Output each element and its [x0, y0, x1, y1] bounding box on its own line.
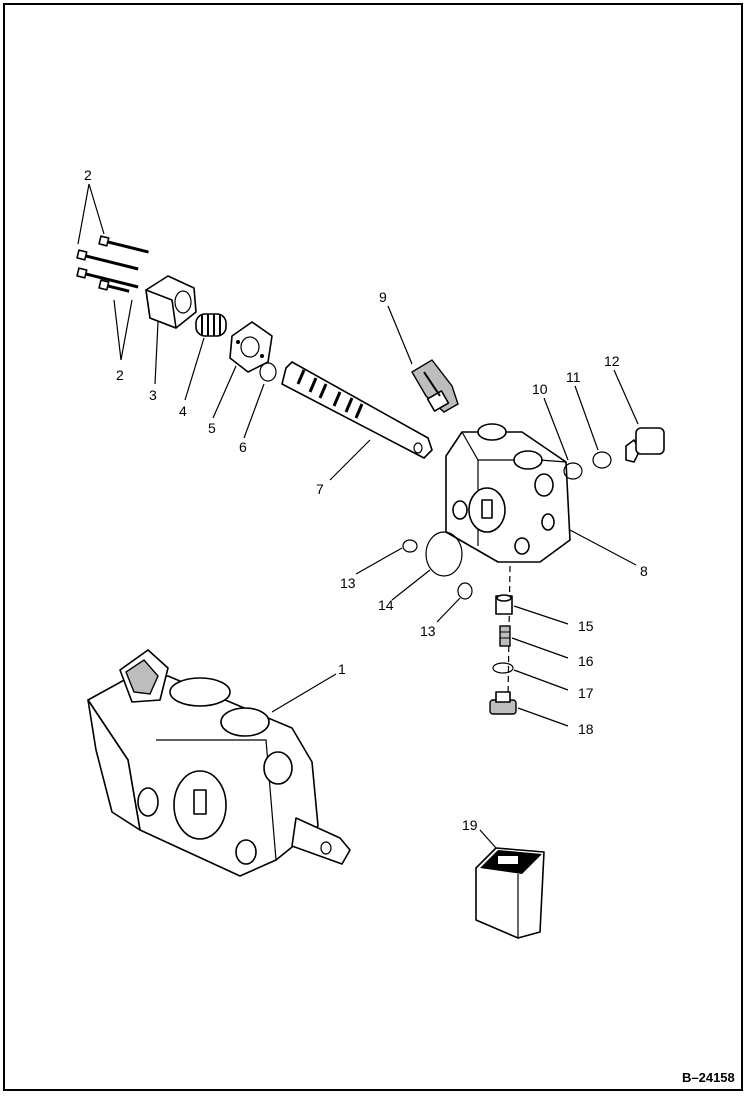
centerline [507, 565, 511, 701]
callout-18: 18 [578, 721, 594, 737]
callout-15: 15 [578, 618, 594, 634]
callout-8: 8 [640, 563, 648, 579]
o-ring-10 [563, 462, 583, 480]
callout-9: 9 [379, 289, 387, 305]
callout-17: 17 [578, 685, 594, 701]
check-plug [489, 691, 517, 715]
callout-6: 6 [239, 439, 247, 455]
callout-4: 4 [179, 403, 187, 419]
callout-14: 14 [378, 597, 394, 613]
callout-12: 12 [604, 353, 620, 369]
callout-13-left: 13 [340, 575, 356, 591]
callout-2-upper: 2 [84, 167, 92, 183]
o-ring-11 [592, 451, 612, 469]
o-ring-13 [402, 539, 418, 553]
callout-2-lower: 2 [116, 367, 124, 383]
bolts [76, 235, 149, 293]
valve-section [445, 423, 571, 563]
retainer-plate [229, 321, 273, 373]
spool [281, 361, 433, 459]
figure-number: B–24158 [682, 1070, 735, 1085]
callout-16: 16 [578, 653, 594, 669]
callout-19: 19 [462, 817, 478, 833]
plug [625, 427, 665, 463]
end-cap [145, 275, 197, 329]
diagram-frame [3, 3, 743, 1091]
poppet [495, 594, 513, 615]
o-ring [259, 362, 277, 382]
o-ring-13 [457, 582, 473, 600]
valve-assembly [87, 649, 351, 877]
callout-1: 1 [338, 661, 346, 677]
callout-11: 11 [566, 369, 581, 385]
o-ring-17 [492, 662, 514, 674]
callout-3: 3 [149, 387, 157, 403]
o-ring-14 [425, 531, 463, 577]
spring [195, 313, 227, 337]
leader-lines [77, 183, 639, 849]
callout-10: 10 [532, 381, 548, 397]
seal-kit [475, 847, 545, 939]
check-spring [499, 625, 511, 647]
callout-13-right: 13 [420, 623, 436, 639]
callout-7: 7 [316, 481, 324, 497]
callout-5: 5 [208, 420, 216, 436]
relief-valve [411, 359, 459, 413]
